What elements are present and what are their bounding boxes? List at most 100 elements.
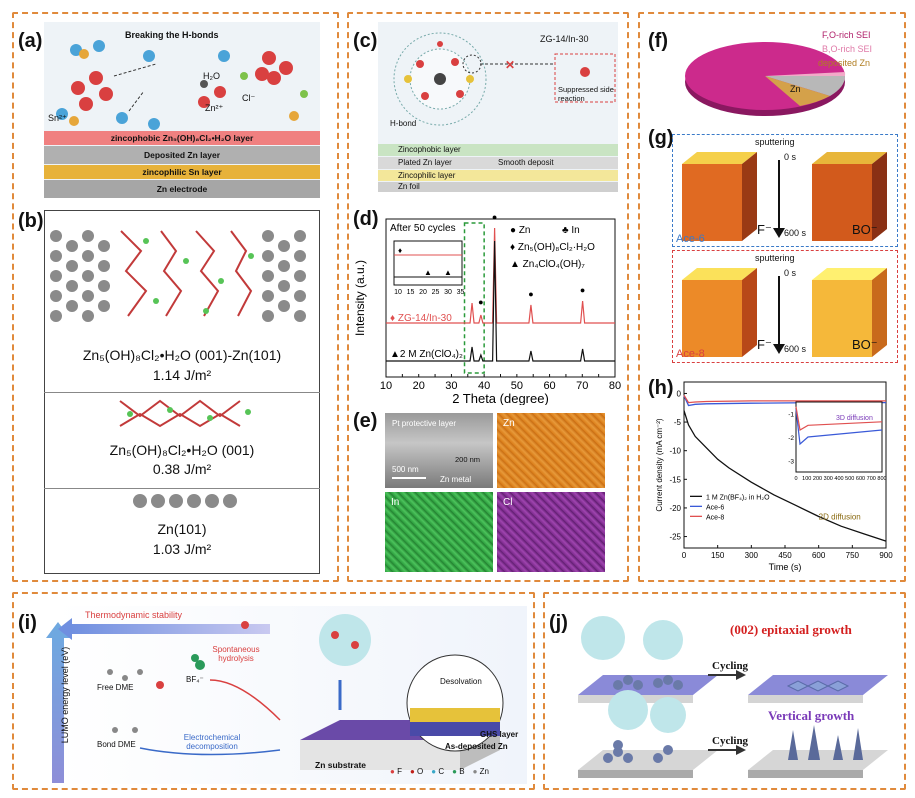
e-map-cl <box>497 492 605 572</box>
panel-b-label: (b) <box>18 210 44 232</box>
h-ytick-label: -5 <box>674 418 682 427</box>
panel-e-label: (e) <box>353 410 378 432</box>
c-title: ZG-14/In-30 <box>540 34 589 44</box>
i-ghs-label: GHS layer <box>480 730 519 739</box>
b-label-zc: Zn₅(OH)₈Cl₂•H₂O (001) <box>109 442 255 458</box>
c-solvation-graphic: ✕ <box>393 32 616 126</box>
d-xtick-label: 10 <box>380 380 392 392</box>
d-highlight-box <box>463 222 485 374</box>
h-ytick-label: -20 <box>669 504 681 513</box>
i-electro-label: Electrochemical decomposition <box>183 733 241 751</box>
h-legend-item: 1 M Zn(BF₄)₂ in H₂O <box>706 494 770 501</box>
h-inset-xtick: 100 <box>802 476 811 482</box>
c-layer-zincophilic: Zincophilic layer <box>378 170 618 181</box>
i-desolv-label: Desolvation <box>440 677 482 686</box>
panel-i-frame <box>12 592 535 790</box>
h-inset-xtick: 200 <box>813 476 822 482</box>
c-smooth-label: Smooth deposit <box>498 158 554 167</box>
a-cl-label: Cl⁻ <box>242 93 256 103</box>
h-inset-ace6 <box>795 408 883 446</box>
d-legend-zcl: ▲ Zn₄ClO₄(OH)₇ <box>510 259 585 270</box>
f-label-dep: deposited Zn <box>818 58 871 68</box>
h-legend-item: Ace-8 <box>706 514 724 521</box>
e-500nm-label: 500 nm <box>392 465 419 474</box>
d-peak-marker: ● <box>478 297 483 307</box>
h-ytick-label: 0 <box>677 389 682 398</box>
e-scalebar <box>392 477 426 479</box>
b-value-interface: 1.14 J/m² <box>152 367 212 383</box>
h-xtick-label: 900 <box>879 551 893 560</box>
i-thermo-label: Thermodynamic stability <box>85 610 183 620</box>
d-peak-marker: ● <box>492 212 497 222</box>
g-t600-1: 600 s <box>784 228 807 238</box>
g-t0-1: 0 s <box>784 152 797 162</box>
f-label-bo: B,O-rich SEI <box>822 44 873 54</box>
panel-d-label: (d) <box>353 208 379 230</box>
c-layer-zincophobic: Zincophobic layer <box>378 144 618 156</box>
d-series1-label: ♦ ZG-14/In-30 <box>390 313 452 324</box>
h-xtick-label: 750 <box>846 551 860 560</box>
e-map-in <box>385 492 493 572</box>
d-series-znclo4 <box>386 240 615 362</box>
e-sem-image <box>385 413 493 488</box>
i-asdep-label: As-deposited Zn <box>445 742 508 751</box>
g-t0-2: 0 s <box>784 268 797 278</box>
d-inset-tick: 15 <box>407 289 415 296</box>
e-cl-label: Cl <box>503 497 513 508</box>
b-divider-2 <box>44 488 320 489</box>
panel-ab-frame <box>12 12 339 582</box>
f-label-zn: Zn <box>790 84 801 94</box>
h-ylabel: Current density (mA cm⁻²) <box>655 418 664 511</box>
d-inset-frame <box>393 240 463 286</box>
e-pt-label: Pt protective layer <box>392 419 457 428</box>
a-sn-label: Sn²⁺ <box>48 113 67 123</box>
panel-j-frame <box>543 592 906 790</box>
d-inset-tick: 30 <box>444 289 452 296</box>
h-series-line <box>683 410 887 542</box>
d-xtick-label: 70 <box>576 380 588 392</box>
i-legend-zn: ● Zn <box>472 767 489 776</box>
d-inset-tick: 35 <box>457 289 465 296</box>
d-xtick-label: 20 <box>413 380 425 392</box>
g-cubes <box>682 152 887 357</box>
h-3d-label: 3D diffusion <box>836 415 873 422</box>
d-xtick-label: 30 <box>445 380 457 392</box>
a-layer-sn: zincophilic Sn layer <box>44 165 320 179</box>
g-t600-2: 600 s <box>784 344 807 354</box>
j-cycling-1: Cycling <box>712 660 749 672</box>
h-inset-ytick: -2 <box>788 435 794 442</box>
i-bond-label: Bond DME <box>97 740 136 749</box>
j-growth-graphic <box>578 616 888 778</box>
h-series-line <box>683 394 886 404</box>
b-slab-zn <box>133 494 237 508</box>
d-inset-marker: ♦ <box>398 246 402 255</box>
b-slab-zc <box>119 399 251 428</box>
panel-a-label: (a) <box>18 30 43 52</box>
a-layer-deposited: Deposited Zn layer <box>44 146 320 164</box>
d-xtick-label: 80 <box>609 380 621 392</box>
g-box-ace8 <box>672 250 898 363</box>
h-xtick-label: 450 <box>778 551 792 560</box>
i-sub-label: Zn substrate <box>315 760 367 770</box>
c-layer-foil: Zn foil <box>378 182 618 192</box>
panel-h-label: (h) <box>648 377 674 399</box>
panel-g-label: (g) <box>648 127 674 149</box>
panel-j-label: (j) <box>549 612 568 634</box>
h-xlabel: Time (s) <box>769 562 802 572</box>
h-inset-xtick: 500 <box>845 476 854 482</box>
g-bo-label-2: BO⁻ <box>852 337 878 352</box>
a-h2o-label: H₂O <box>203 71 220 81</box>
h-inset-ytick: -1 <box>788 412 794 419</box>
d-inset-marker: ▲ <box>444 268 452 277</box>
i-bf4-label: BF₄⁻ <box>186 675 204 684</box>
d-peak-marker: ● <box>528 289 533 299</box>
panel-f-label: (f) <box>648 30 668 52</box>
d-xtick-label: 60 <box>543 380 555 392</box>
i-legend-b: ● B <box>452 767 465 776</box>
a-layer-electrode: Zn electrode <box>44 180 320 198</box>
h-xtick-label: 600 <box>812 551 826 560</box>
h-inset-xtick: 400 <box>834 476 843 482</box>
d-inset-marker: ▲ <box>424 268 432 277</box>
